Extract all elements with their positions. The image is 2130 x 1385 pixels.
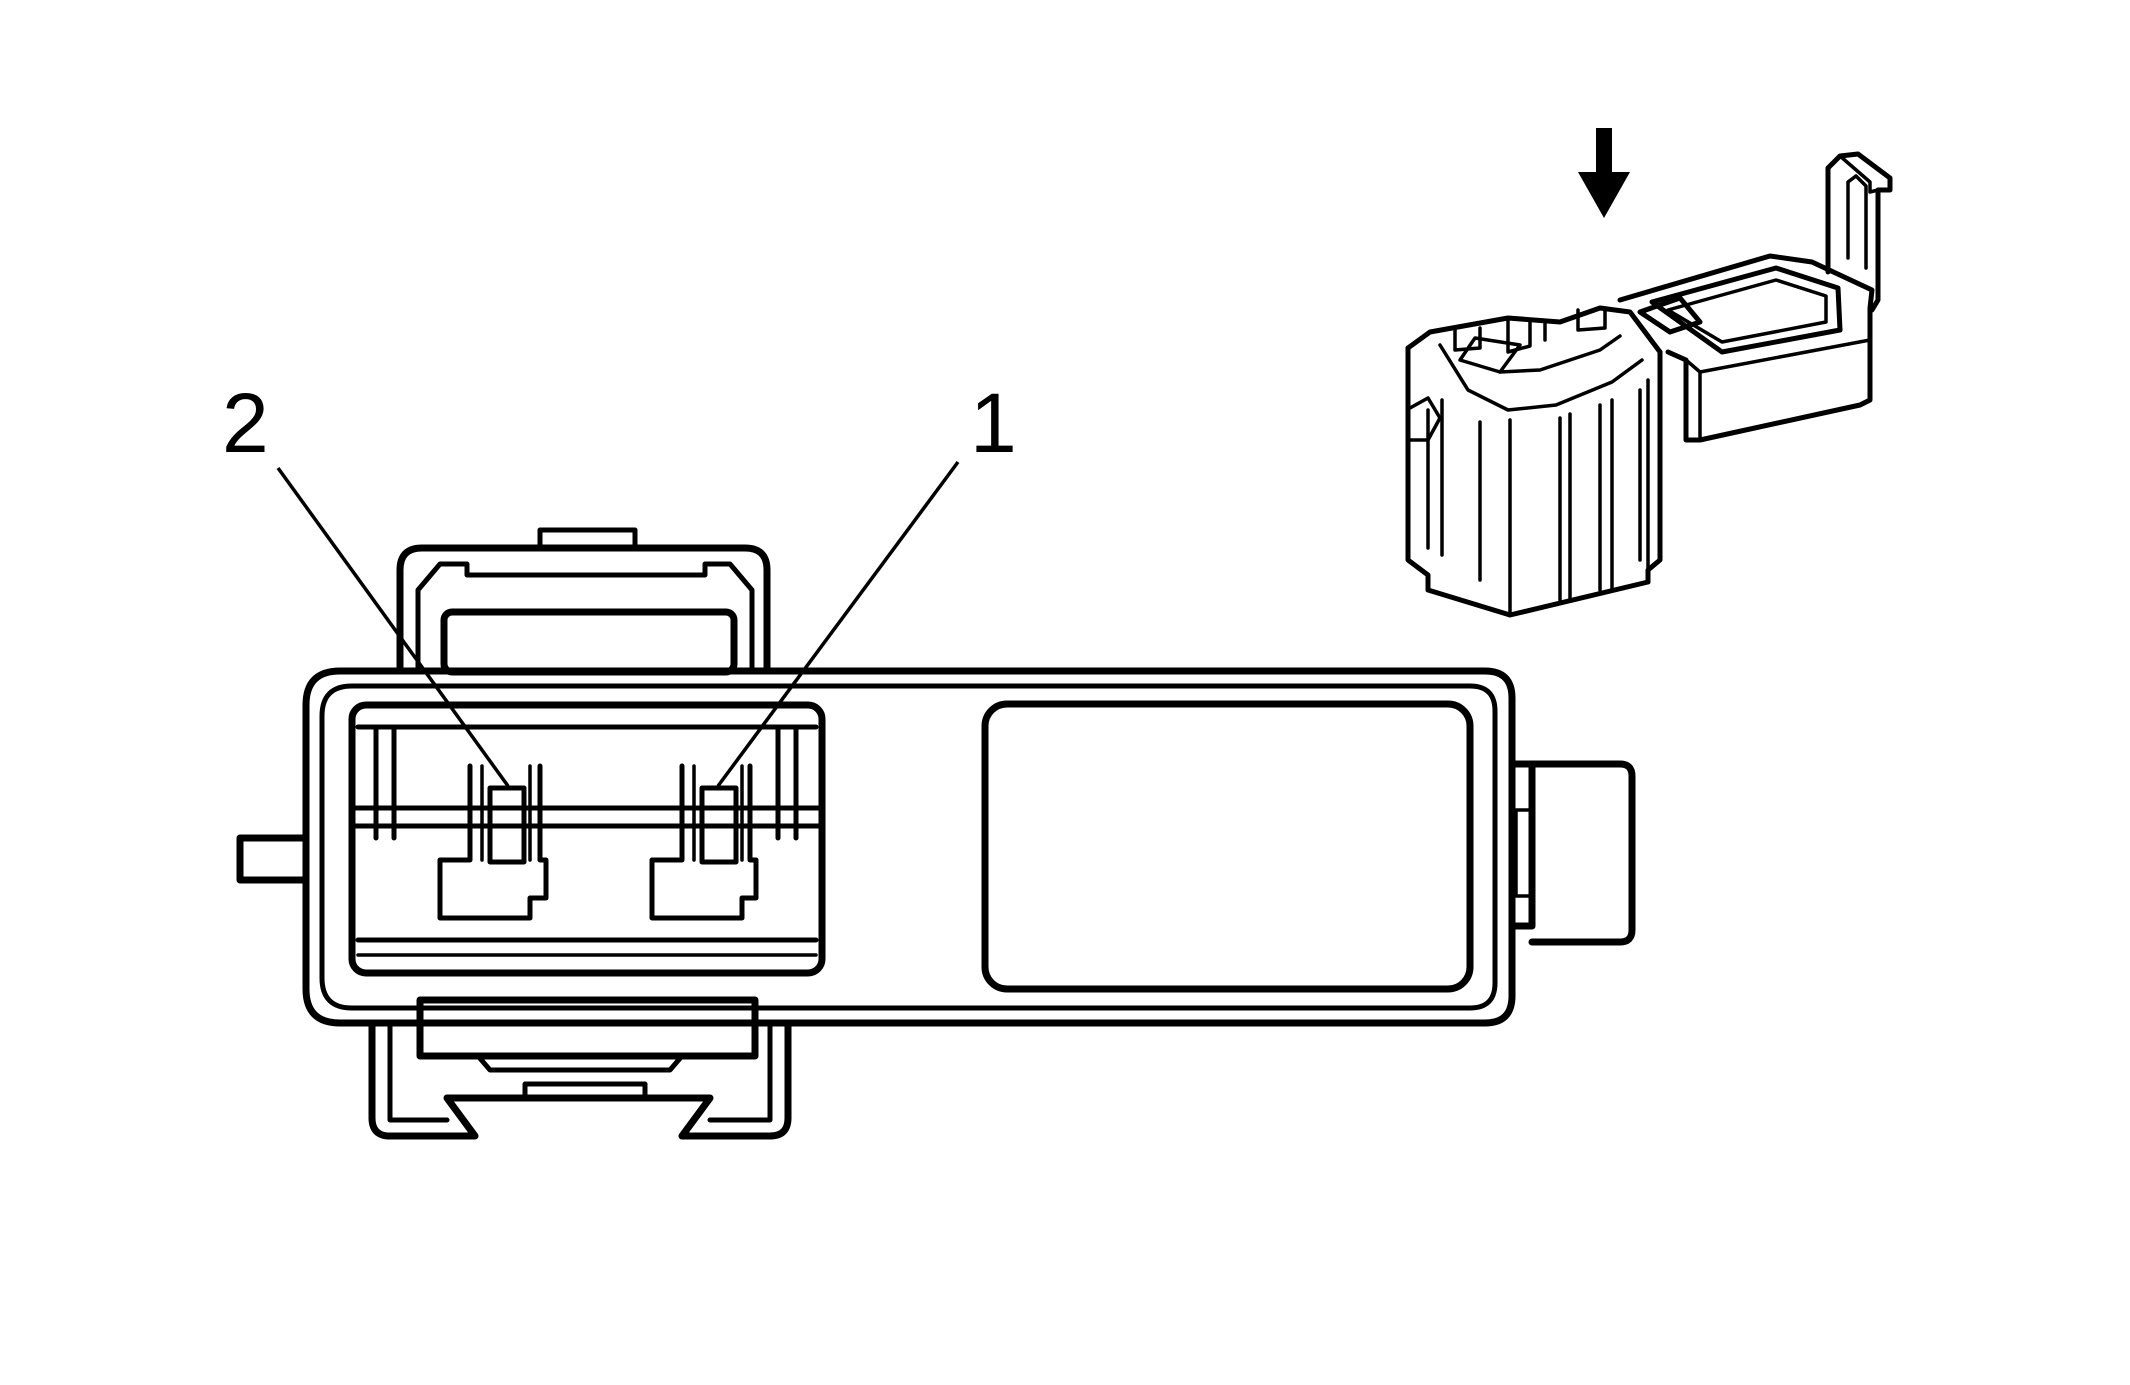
iso-body-top-inner xyxy=(1438,343,1644,412)
iso-body-latch-2 xyxy=(1498,334,1622,374)
bottom-latch-outer xyxy=(368,1019,792,1140)
iso-front-rib-3 xyxy=(1558,398,1614,602)
iso-body-top-ridge-2 xyxy=(1543,306,1607,342)
callout-1: 1 xyxy=(716,376,1017,788)
iso-cap-window xyxy=(1649,265,1843,355)
connector-housing-inner xyxy=(319,683,1498,1011)
iso-lever-arm-inner xyxy=(1846,174,1868,270)
callout-1-leader xyxy=(716,460,960,788)
callout-1-label: 1 xyxy=(970,376,1017,470)
right-latch-step xyxy=(1514,808,1534,898)
cavity-rail-right xyxy=(775,724,799,841)
top-latch-inner xyxy=(415,561,755,674)
left-pin-stub xyxy=(236,834,310,884)
callout-2-leader xyxy=(276,466,510,788)
iso-front-notch xyxy=(1408,396,1442,442)
iso-lever-arm-edge xyxy=(1838,154,1880,194)
iso-front-rib-1 xyxy=(1426,398,1444,557)
terminal-2 xyxy=(437,763,549,921)
bottom-latch-slot xyxy=(416,996,759,1060)
iso-front-right-edge xyxy=(1638,378,1650,572)
connector-isometric-view xyxy=(1405,128,1893,618)
iso-bridge xyxy=(1637,295,1703,335)
bottom-latch-step xyxy=(475,1053,685,1073)
iso-body-front xyxy=(1405,345,1663,618)
right-latch-block xyxy=(1508,760,1536,930)
terminal-1 xyxy=(649,763,759,921)
top-latch-tab xyxy=(537,527,638,551)
cavity-rail-left xyxy=(373,724,397,841)
down-arrow-icon xyxy=(1578,128,1630,218)
iso-cap-outline xyxy=(1617,253,1875,443)
top-latch-slot xyxy=(440,608,738,676)
top-latch-outer xyxy=(396,544,771,675)
terminal-cavity xyxy=(348,701,826,977)
iso-front-rib-2 xyxy=(1478,418,1512,614)
callout-2: 2 xyxy=(222,376,510,788)
right-latch-cap xyxy=(1528,760,1636,946)
iso-body-top xyxy=(1405,305,1663,355)
iso-lever-arm xyxy=(1825,151,1893,313)
connector-housing-outline xyxy=(302,667,1516,1027)
bottom-latch-inner xyxy=(387,1020,450,1123)
connector-face-view xyxy=(236,527,1636,1140)
iso-cap-window-inner xyxy=(1666,278,1828,344)
bottom-latch-inner-right xyxy=(707,1020,773,1123)
iso-body-latch xyxy=(1458,336,1522,374)
callout-2-label: 2 xyxy=(222,376,269,470)
housing-window xyxy=(981,700,1474,993)
bottom-latch-tab xyxy=(522,1081,648,1101)
